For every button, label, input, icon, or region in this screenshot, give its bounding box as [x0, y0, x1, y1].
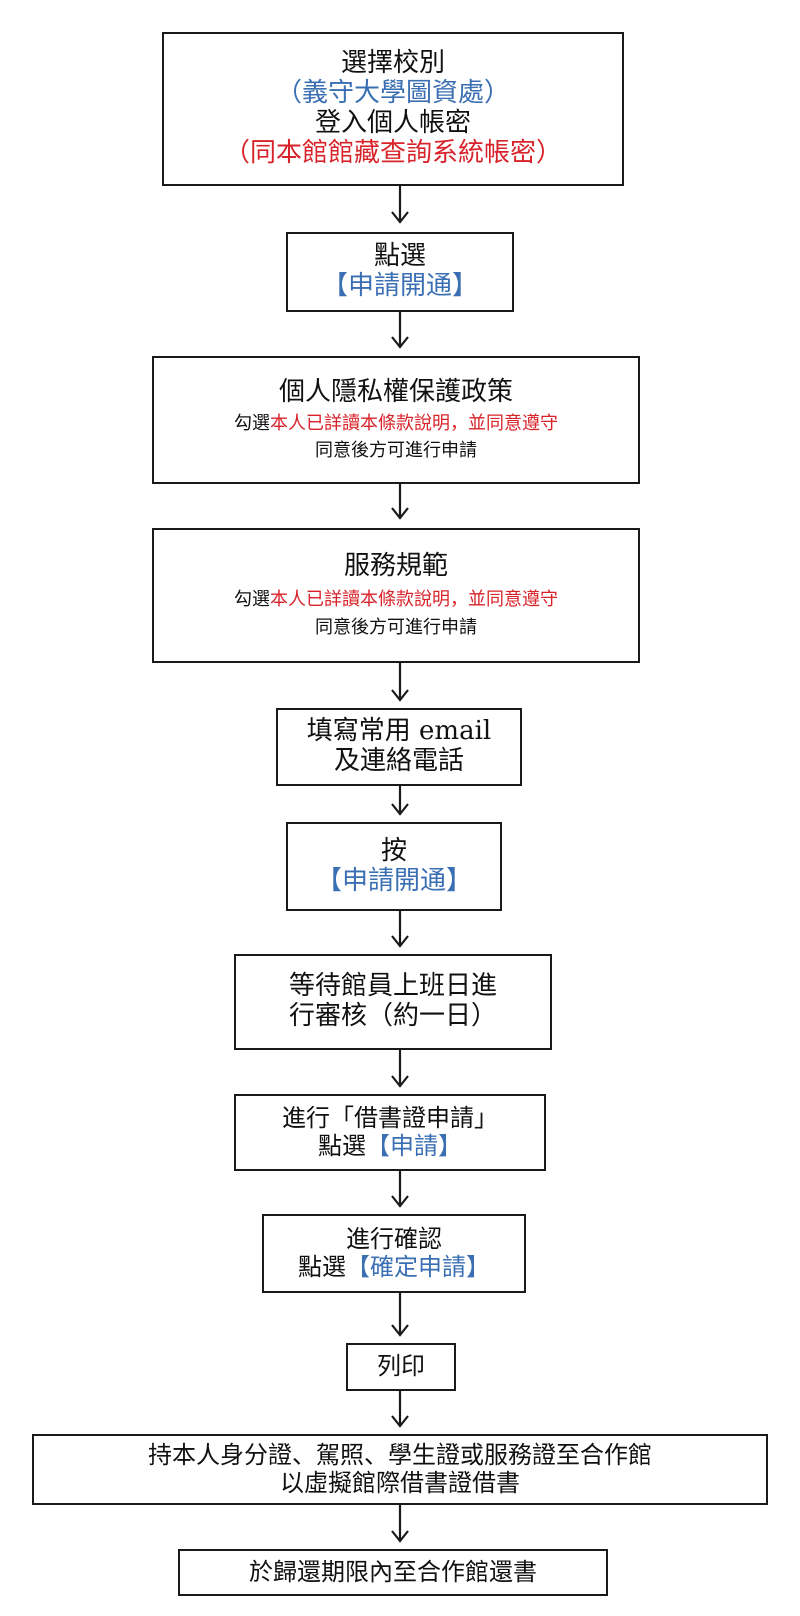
- step-privacy-policy: 個人隱私權保護政策 勾選本人已詳讀本條款說明，並同意遵守 同意後方可進行申請: [152, 356, 640, 484]
- step-wait-review: 等待館員上班日進 行審核（約一日）: [234, 954, 552, 1050]
- step-return: 於歸還期限內至合作館還書: [178, 1549, 608, 1596]
- step-12-line1: 於歸還期限內至合作館還書: [249, 1557, 537, 1586]
- step-card-apply: 進行「借書證申請」 點選【申請】: [234, 1094, 546, 1171]
- step-borrow: 持本人身分證、駕照、學生證或服務證至合作館 以虛擬館際借書證借書: [32, 1434, 768, 1505]
- step-11-line2: 以虛擬館際借書證借書: [280, 1468, 520, 1497]
- step-1-line3: 登入個人帳密: [314, 108, 471, 138]
- arrow-9: [391, 1293, 409, 1337]
- step-3-check-prefix: 勾選: [234, 413, 270, 435]
- arrow-8: [391, 1171, 409, 1208]
- step-4-check-prefix: 勾選: [234, 588, 270, 610]
- step-1-line1: 選擇校別: [340, 48, 445, 79]
- step-4-note: 同意後方可進行申請: [315, 617, 477, 639]
- step-9-prefix: 點選: [298, 1252, 346, 1281]
- step-4-check-text: 本人已詳讀本條款說明，並同意遵守: [270, 588, 558, 610]
- step-6-line1: 按: [380, 835, 407, 866]
- step-7-line2: 行審核（約一日）: [288, 1001, 497, 1031]
- step-login: 選擇校別 （義守大學圖資處） 登入個人帳密 （同本館館藏查詢系統帳密）: [162, 32, 624, 186]
- step-5-line1: 填寫常用 email: [306, 716, 492, 747]
- step-8-line2: 點選【申請】: [318, 1131, 462, 1161]
- step-4-title: 服務規範: [343, 550, 448, 581]
- step-3-title: 個人隱私權保護政策: [278, 377, 513, 408]
- step-fill-contact: 填寫常用 email 及連絡電話: [276, 708, 522, 786]
- step-9-action: 【確定申請】: [346, 1252, 490, 1281]
- step-3-note: 同意後方可進行申請: [315, 439, 477, 461]
- arrow-2: [391, 312, 409, 349]
- step-3-check-text: 本人已詳讀本條款說明，並同意遵守: [270, 413, 558, 435]
- step-1-line2: （義守大學圖資處）: [275, 78, 510, 109]
- step-11-line1: 持本人身分證、駕照、學生證或服務證至合作館: [148, 1440, 652, 1469]
- step-press-apply: 按 【申請開通】: [286, 822, 502, 911]
- step-5-line2: 及連絡電話: [333, 746, 464, 776]
- step-confirm: 進行確認 點選【確定申請】: [262, 1214, 526, 1293]
- step-1-line4: （同本館館藏查詢系統帳密）: [223, 137, 562, 168]
- step-10-line1: 列印: [377, 1352, 425, 1381]
- step-2-line1: 點選: [373, 241, 426, 272]
- step-7-line1: 等待館員上班日進: [288, 971, 497, 1002]
- arrow-10: [391, 1391, 409, 1428]
- step-8-line1: 進行「借書證申請」: [282, 1103, 498, 1132]
- arrow-11: [391, 1505, 409, 1543]
- arrow-7: [391, 1050, 409, 1088]
- step-9-line2: 點選【確定申請】: [298, 1252, 490, 1282]
- step-click-apply: 點選 【申請開通】: [286, 232, 514, 312]
- arrow-4: [391, 663, 409, 702]
- step-9-line1: 進行確認: [346, 1224, 442, 1253]
- step-6-line2: 【申請開通】: [315, 865, 472, 896]
- step-8-prefix: 點選: [318, 1131, 366, 1160]
- step-print: 列印: [346, 1343, 456, 1391]
- arrow-1: [391, 186, 409, 224]
- step-4-check-line: 勾選本人已詳讀本條款說明，並同意遵守: [234, 588, 558, 611]
- arrow-3: [391, 484, 409, 520]
- step-8-action: 【申請】: [366, 1131, 462, 1160]
- arrow-6: [391, 911, 409, 948]
- step-2-line2: 【申請開通】: [321, 271, 478, 301]
- step-service-rules: 服務規範 勾選本人已詳讀本條款說明，並同意遵守 同意後方可進行申請: [152, 528, 640, 663]
- step-3-check-line: 勾選本人已詳讀本條款說明，並同意遵守: [234, 413, 558, 435]
